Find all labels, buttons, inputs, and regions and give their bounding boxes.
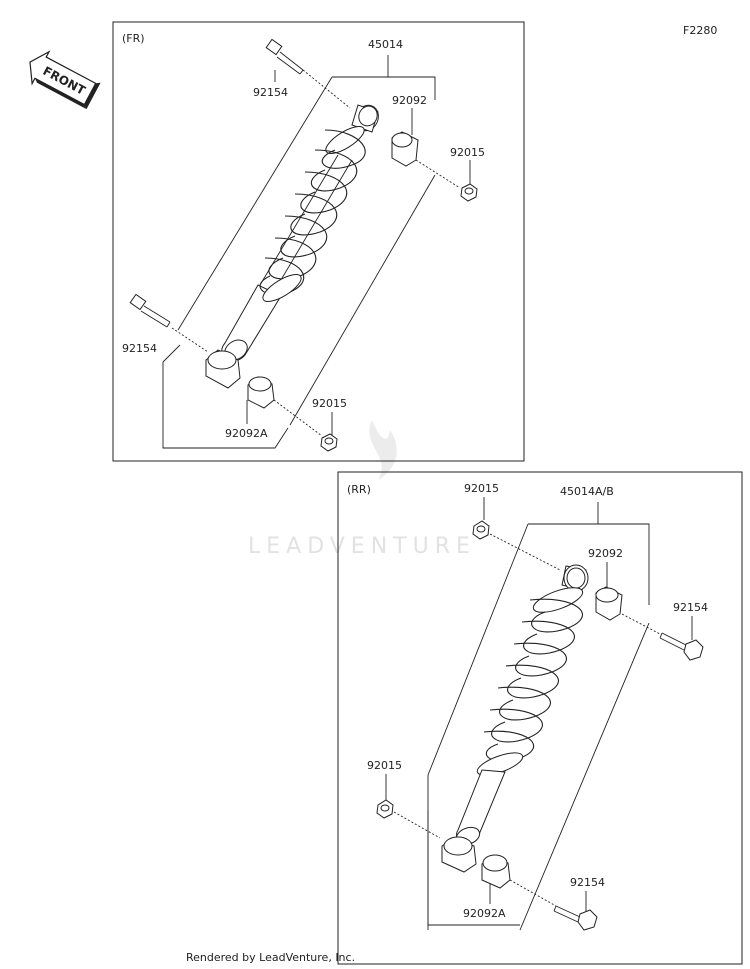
rear-label-92154-bottom: 92154 [570, 876, 605, 889]
rear-label-92092: 92092 [588, 547, 623, 560]
front-label-92015-top: 92015 [450, 146, 485, 159]
front-panel: (FR) 45014 92154 92092 92015 92154 92092… [112, 21, 525, 462]
front-bolt-top [265, 38, 351, 109]
watermark: LEADVENTURE [248, 420, 476, 559]
watermark-text: LEADVENTURE [248, 534, 476, 559]
rear-label-92154-top: 92154 [673, 601, 708, 614]
front-label-92092: 92092 [392, 94, 427, 107]
front-label-92154-bottom: 92154 [122, 342, 157, 355]
front-bushing-bottom-large [205, 349, 241, 389]
front-label-92092A: 92092A [225, 427, 268, 440]
front-shock-absorber [221, 104, 379, 362]
rear-nut-bottom [376, 799, 441, 839]
front-bushing-top [391, 131, 461, 189]
rear-label-92092A: 92092A [463, 907, 506, 920]
rear-label-92015-bottom: 92015 [367, 759, 402, 772]
rear-label-92015-top: 92015 [464, 482, 499, 495]
rear-bushing-bottom-large [441, 836, 477, 873]
rear-panel-title: (RR) [347, 483, 371, 496]
front-arrow-icon: FRONT [29, 50, 101, 110]
front-nut-top [460, 183, 478, 202]
rear-bolt-top [659, 632, 704, 661]
rear-label-45014AB: 45014A/B [560, 485, 614, 498]
front-nut-bottom [320, 433, 338, 452]
front-bushing-bottom [247, 376, 323, 437]
front-label-92015-bottom: 92015 [312, 397, 347, 410]
figure-code: F2280 [683, 24, 718, 37]
footer-credit: Rendered by LeadVenture, Inc. [186, 951, 356, 964]
rear-shock-absorber [455, 564, 589, 846]
rear-nut-top [472, 520, 561, 571]
rear-bushing-bottom [481, 854, 557, 907]
rear-bushing-top [595, 586, 661, 635]
front-label-45014: 45014 [368, 38, 403, 51]
rear-bolt-bottom [553, 905, 598, 931]
front-bolt-bottom [129, 293, 209, 353]
front-label-92154-top: 92154 [253, 86, 288, 99]
front-panel-title: (FR) [122, 32, 145, 45]
rear-panel: (RR) 45014A/B 92015 92092 92154 92015 92… [337, 471, 743, 965]
